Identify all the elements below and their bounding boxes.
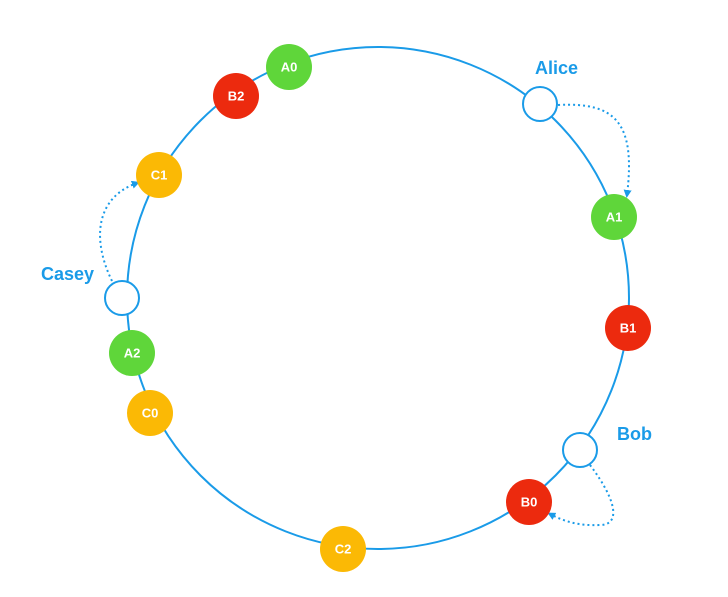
ring-node-a1: A1 xyxy=(591,194,637,240)
node-c2-label: C2 xyxy=(335,542,352,557)
route-arrow-bob xyxy=(547,464,615,527)
node-b1-label: B1 xyxy=(620,321,637,336)
client-casey-marker xyxy=(104,280,140,316)
ring-node-c0: C0 xyxy=(127,390,173,436)
ring-node-b1: B1 xyxy=(605,305,651,351)
node-a2-label: A2 xyxy=(124,346,141,361)
ring-node-b0: B0 xyxy=(506,479,552,525)
node-a1-label: A1 xyxy=(606,210,623,225)
node-c1-label: C1 xyxy=(151,168,168,183)
client-alice-label: Alice xyxy=(535,58,578,78)
node-a2-circle xyxy=(109,330,155,376)
client-bob-marker xyxy=(562,432,598,468)
node-b2-label: B2 xyxy=(228,89,245,104)
ring-node-a0: A0 xyxy=(266,44,312,90)
node-c0-label: C0 xyxy=(142,406,159,421)
client-bob-label: Bob xyxy=(617,424,652,444)
node-c1-circle xyxy=(136,152,182,198)
ring-node-a2: A2 xyxy=(109,330,155,376)
node-c2-circle xyxy=(320,526,366,572)
node-b0-circle xyxy=(506,479,552,525)
client-casey-label: Casey xyxy=(41,264,94,284)
ring-node-c1: C1 xyxy=(136,152,182,198)
hash-ring xyxy=(126,46,630,550)
route-arrow-alice xyxy=(557,103,632,198)
node-b0-label: B0 xyxy=(521,495,538,510)
node-a1-circle xyxy=(591,194,637,240)
node-b1-circle xyxy=(605,305,651,351)
ring-node-b2: B2 xyxy=(213,73,259,119)
ring-node-c2: C2 xyxy=(320,526,366,572)
route-arrow-casey xyxy=(99,180,140,282)
client-alice-marker xyxy=(522,86,558,122)
node-c0-circle xyxy=(127,390,173,436)
node-b2-circle xyxy=(213,73,259,119)
node-a0-circle xyxy=(266,44,312,90)
node-a0-label: A0 xyxy=(281,60,298,75)
